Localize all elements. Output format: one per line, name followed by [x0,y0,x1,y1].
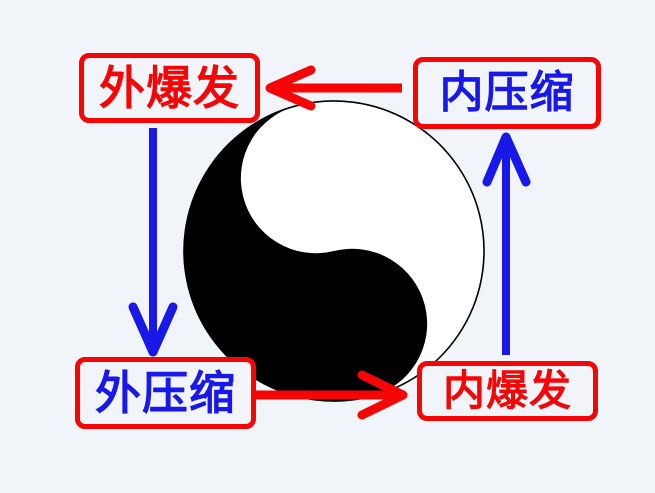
node-inner-explosion-label: 内爆发 [442,366,572,415]
arrow-outer-explosion-to-outer-compression [128,128,178,357]
node-outer-explosion[interactable]: 外爆发 [79,53,260,123]
arrow-outer-compression-to-inner-explosion [252,370,408,420]
node-outer-explosion-label: 外爆发 [99,61,240,115]
node-outer-compression[interactable]: 外压缩 [75,357,256,429]
arrow-head [482,132,531,187]
arrow-head [265,65,316,111]
arrow-inner-explosion-to-inner-compression [482,132,531,355]
yin-dot-light [299,161,333,195]
arrow-head [357,370,408,420]
node-outer-compression-label: 外压缩 [95,366,236,420]
node-inner-compression-label: 内压缩 [439,67,575,118]
taijitu-yin-yang-icon [183,100,485,402]
yang-dot-dark [335,306,370,341]
arrow-inner-compression-to-outer-explosion [265,65,402,111]
arrow-head [128,302,178,357]
node-inner-explosion[interactable]: 内爆发 [417,361,598,421]
node-inner-compression[interactable]: 内压缩 [413,57,601,129]
